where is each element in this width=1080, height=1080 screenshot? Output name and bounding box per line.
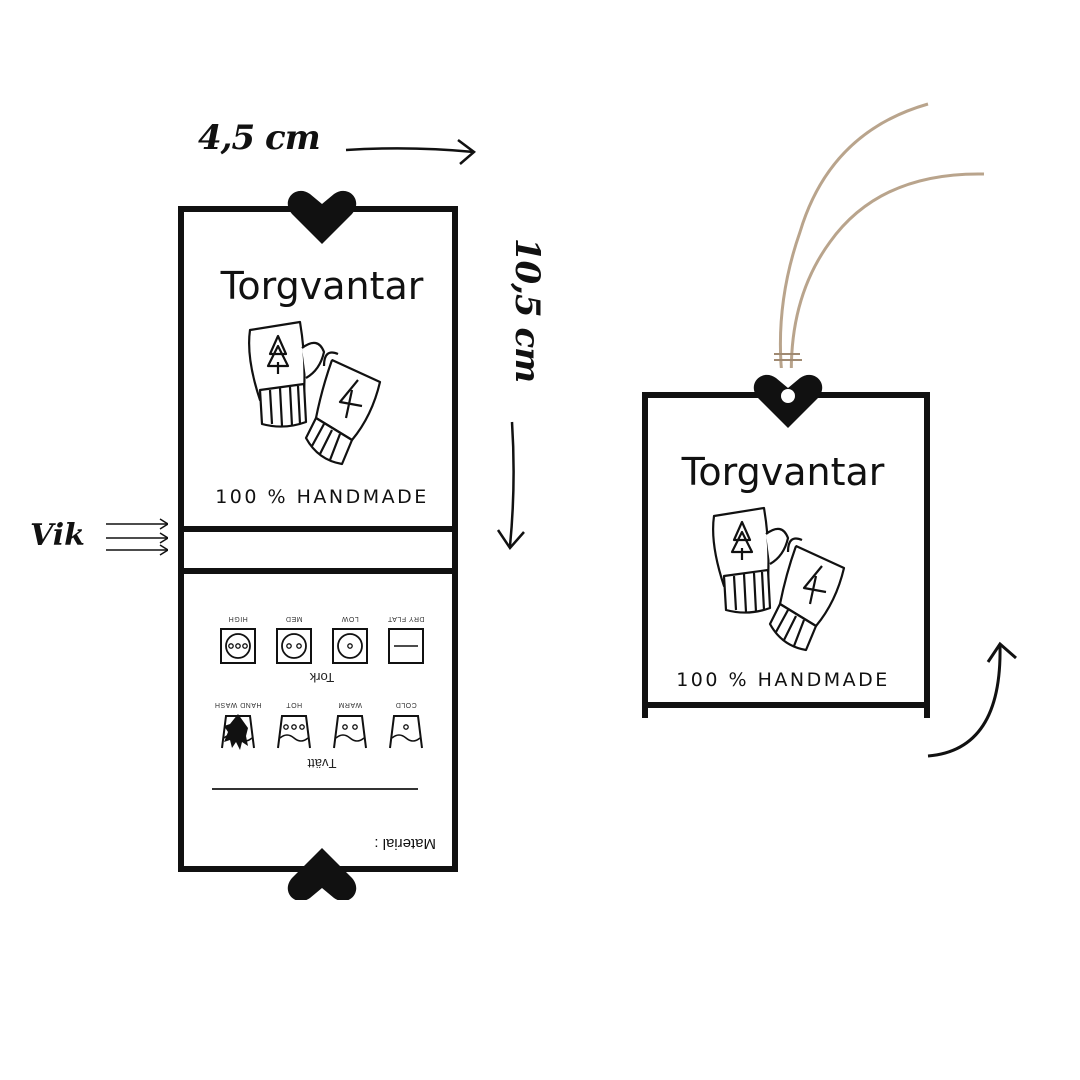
flat-tag: Torgvantar 100 % HANDMADE Material : Tvä… — [168, 188, 476, 900]
dry-heading: Tork — [309, 670, 335, 685]
fold-line-top — [184, 526, 452, 532]
height-annotation: 10,5 cm — [507, 237, 548, 383]
material-line — [212, 788, 418, 790]
wash-cold: COLD — [384, 701, 428, 752]
hand-wash: HAND WASH — [214, 701, 262, 752]
dry-symbols: DRY FLAT LOW MED — [216, 615, 428, 666]
material-label: Material : — [374, 835, 436, 852]
width-annotation: 4,5 cm — [198, 118, 321, 158]
wash-heading: Tvätt — [307, 756, 337, 771]
heart-icon — [287, 190, 357, 244]
wash-warm-icon — [333, 715, 367, 749]
wash-hot-icon — [277, 715, 311, 749]
tumble-low-icon — [332, 628, 368, 664]
twine-string — [774, 102, 985, 393]
wash-cold-label: COLD — [395, 701, 417, 708]
tumble-med-icon — [276, 628, 312, 664]
dry-flat-label: DRY FLAT — [387, 615, 425, 622]
height-arrow-icon — [496, 421, 525, 551]
heart-icon-bottom — [287, 848, 357, 900]
care-instructions: Material : Tvätt COLD WARM — [178, 572, 466, 872]
tumble-low: LOW — [328, 615, 372, 666]
fold-arrows-icon — [106, 518, 170, 556]
hang-tag-title: Torgvantar — [681, 450, 885, 494]
tumble-low-label: LOW — [341, 615, 359, 622]
wash-warm: WARM — [328, 701, 372, 752]
tumble-med: MED — [272, 615, 316, 666]
hang-tag-subtitle: 100 % HANDMADE — [676, 669, 890, 691]
fold-line-bottom — [184, 568, 452, 574]
tumble-med-label: MED — [285, 615, 303, 622]
dry-flat: DRY FLAT — [384, 615, 428, 666]
wash-symbols: COLD WARM HOT — [214, 701, 428, 752]
wash-hot: HOT — [272, 701, 316, 752]
hang-mittens-icon — [712, 506, 846, 652]
tag-subtitle: 100 % HANDMADE — [215, 486, 429, 508]
wash-cold-icon — [389, 715, 423, 749]
mittens-icon — [248, 320, 382, 466]
wash-hot-label: HOT — [285, 701, 303, 708]
hang-tag-fold-line — [642, 702, 930, 708]
tumble-high-icon — [220, 628, 256, 664]
tumble-high: HIGH — [216, 615, 260, 666]
fold-annotation: Vik — [30, 518, 85, 553]
dry-flat-icon — [388, 628, 424, 664]
width-arrow-icon — [345, 139, 476, 165]
wash-warm-label: WARM — [338, 701, 362, 708]
tag-title: Torgvantar — [220, 264, 424, 308]
curved-arrow-icon — [927, 641, 1017, 758]
tumble-high-label: HIGH — [228, 615, 248, 622]
hang-tag: Torgvantar 100 % HANDMADE — [628, 368, 938, 718]
hand-wash-label: HAND WASH — [214, 701, 262, 708]
hand-wash-icon — [221, 714, 255, 750]
heart-hole-icon — [753, 374, 823, 428]
